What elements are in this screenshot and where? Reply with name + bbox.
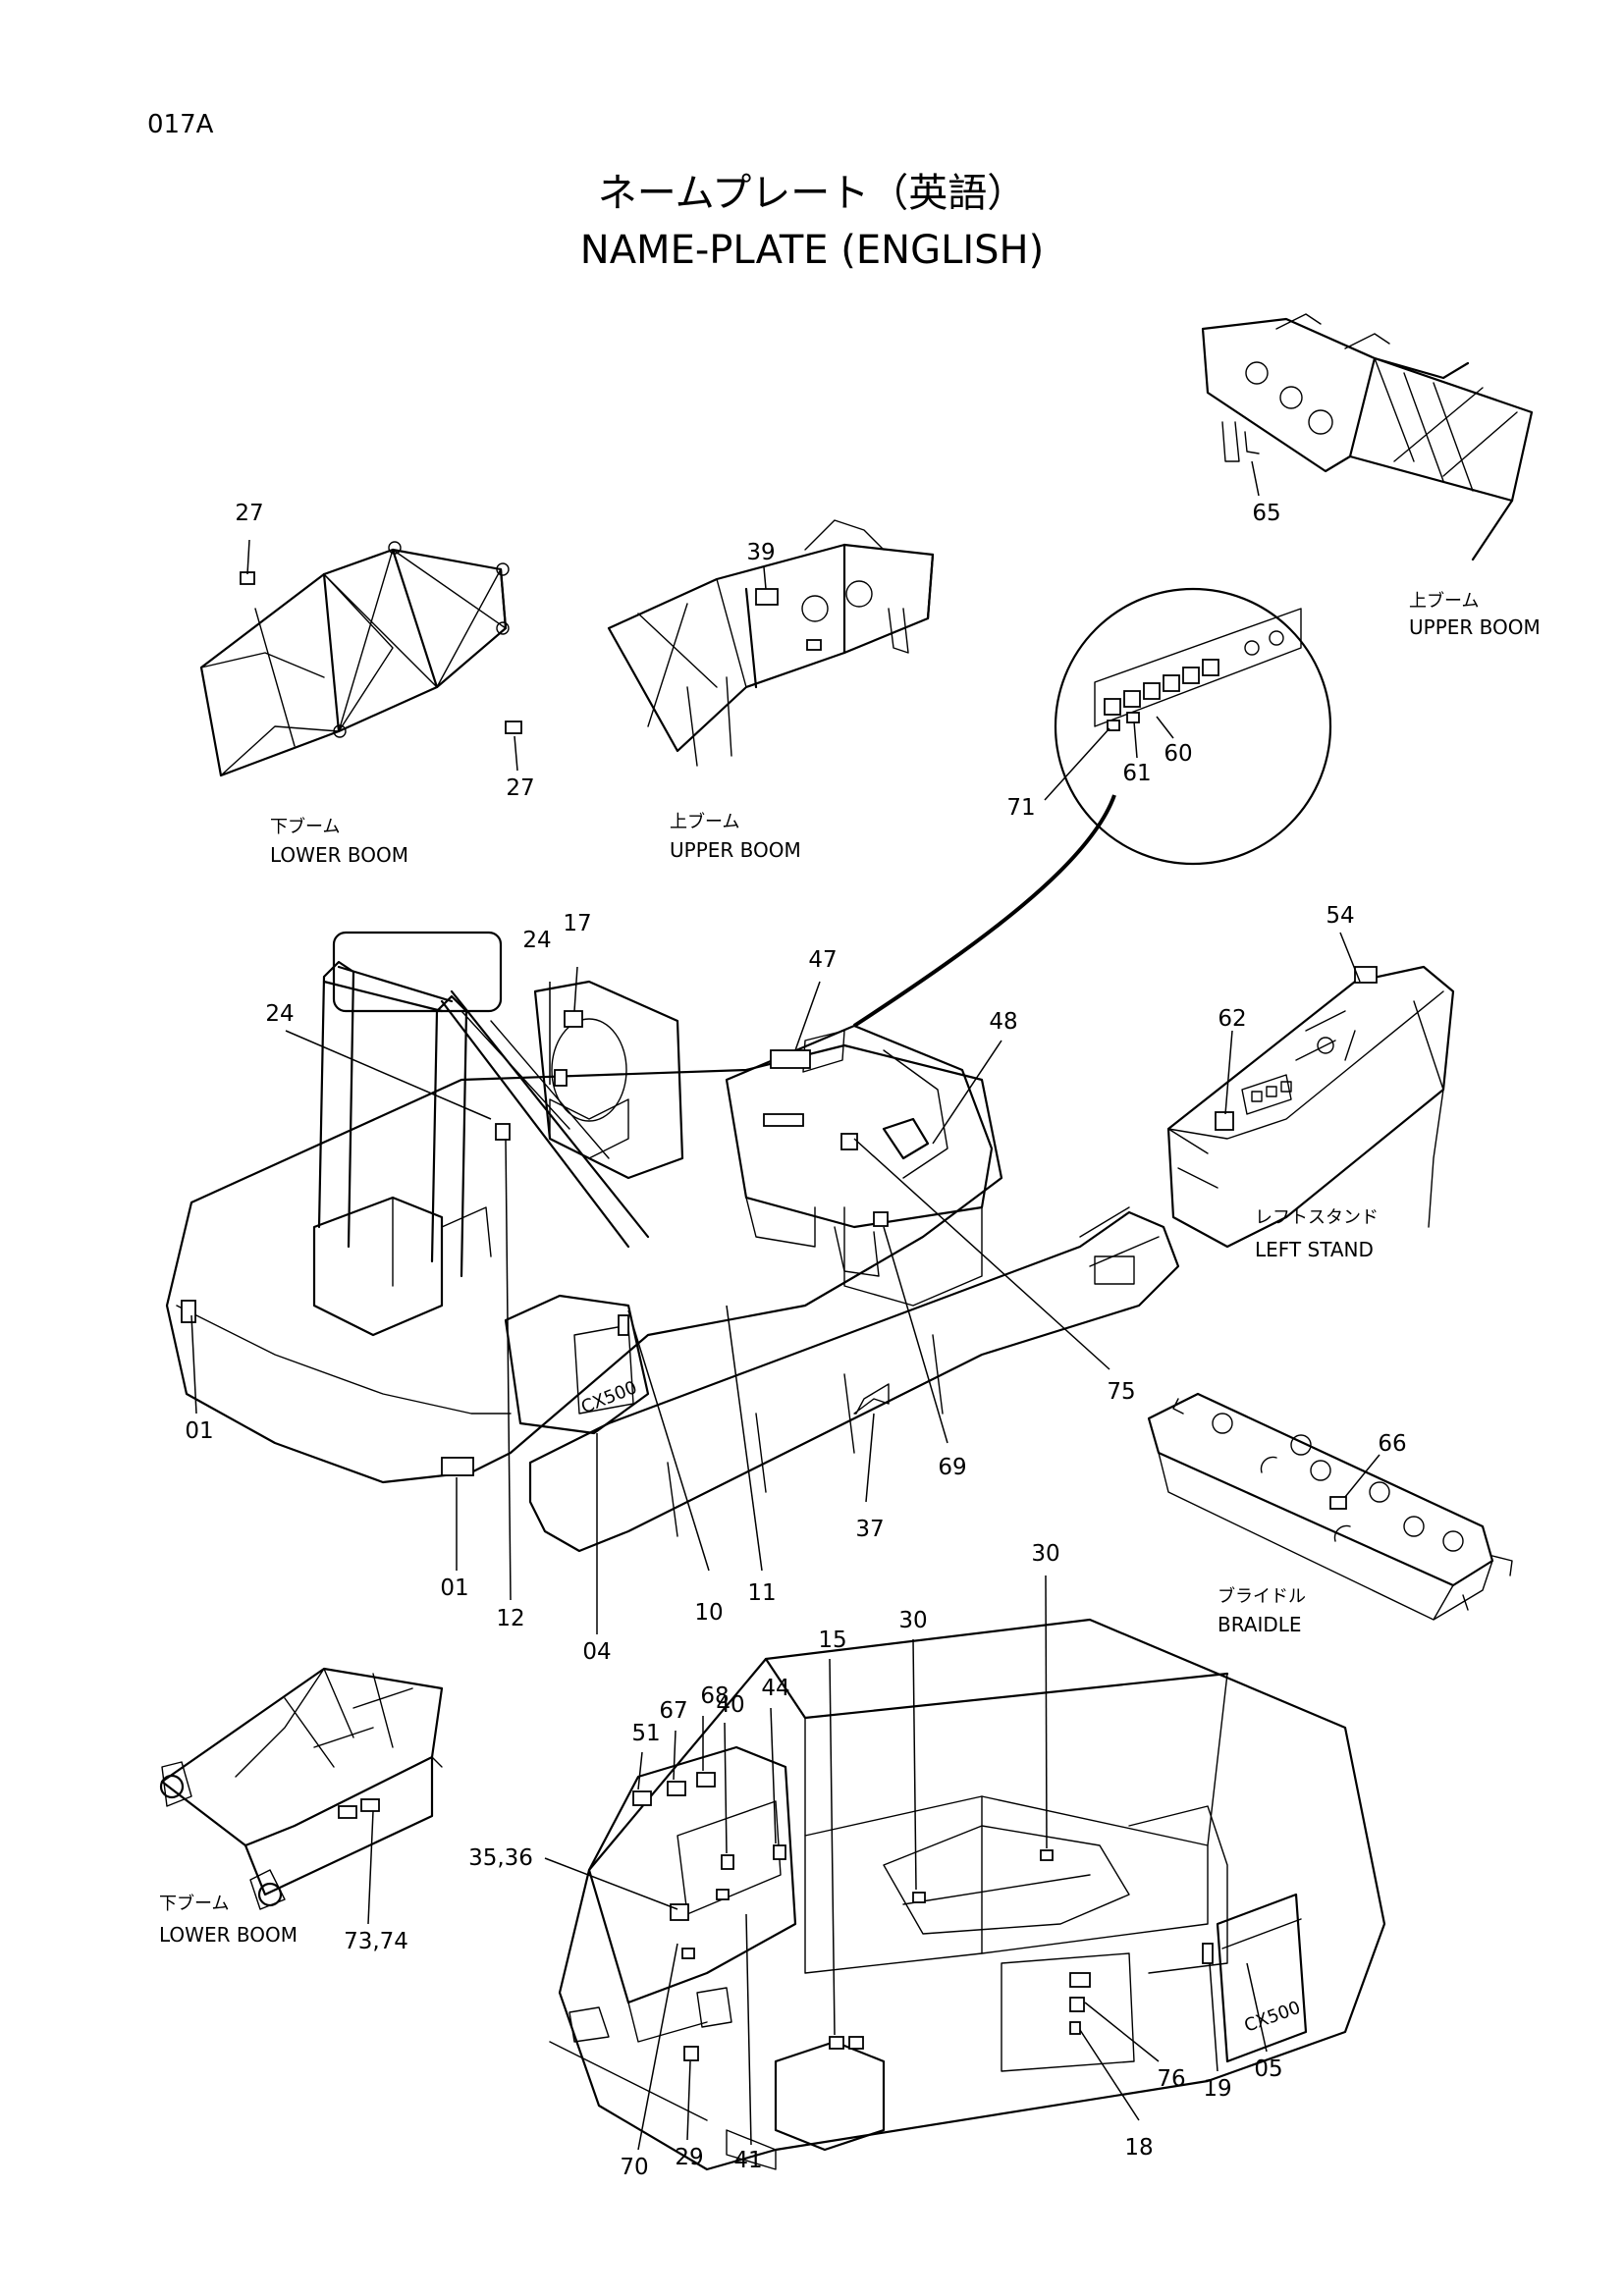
callout-39: 39 (746, 540, 775, 565)
crane-main-drawing: CX500 (165, 931, 1180, 1553)
callout-41: 41 (733, 2148, 762, 2173)
caption-upper-boom-right-jp: 上ブーム (1409, 590, 1479, 612)
caption-lower-boom-bottom-jp: 下ブーム (159, 1893, 229, 1914)
callout-30-right: 30 (1031, 1541, 1059, 1567)
callout-01-left: 01 (185, 1418, 213, 1444)
caption-braidle-en: BRAIDLE (1218, 1613, 1302, 1636)
caption-braidle-jp: ブライドル (1218, 1585, 1306, 1607)
callout-24-right: 24 (522, 928, 551, 953)
callout-12: 12 (496, 1606, 524, 1631)
callout-47: 47 (808, 947, 837, 973)
callout-62: 62 (1218, 1006, 1246, 1032)
callout-61: 61 (1122, 761, 1151, 786)
callout-11: 11 (747, 1580, 776, 1606)
caption-upper-boom-right-en: UPPER BOOM (1409, 615, 1541, 639)
callout-05: 05 (1254, 2056, 1282, 2082)
callout-65: 65 (1252, 501, 1280, 526)
callout-71: 71 (1006, 795, 1035, 821)
caption-lower-boom-top-jp: 下ブーム (270, 816, 340, 837)
upper-boom-right-drawing (1201, 313, 1534, 561)
callout-54: 54 (1326, 903, 1354, 929)
callout-40: 40 (716, 1692, 744, 1718)
callout-30-left: 30 (898, 1608, 927, 1633)
callout-75: 75 (1107, 1379, 1135, 1405)
lower-boom-top-drawing (199, 541, 522, 777)
callout-27-lower: 27 (506, 775, 534, 801)
callout-04: 04 (582, 1639, 611, 1665)
model-marking-main: CX500 (578, 1377, 640, 1418)
lower-boom-bottom-drawing (159, 1667, 444, 1910)
caption-upper-boom-top-en: UPPER BOOM (670, 838, 801, 862)
caption-lower-boom-bottom-en: LOWER BOOM (159, 1923, 298, 1947)
callout-37: 37 (855, 1517, 884, 1542)
title-japanese: ネームプレート（英語） (598, 171, 1026, 216)
callout-24-left: 24 (265, 1001, 294, 1027)
callout-66: 66 (1378, 1431, 1406, 1457)
callout-17: 17 (563, 911, 591, 936)
caption-lower-boom-top-en: LOWER BOOM (270, 843, 408, 867)
callout-44: 44 (761, 1676, 789, 1701)
callout-69: 69 (938, 1455, 966, 1480)
callout-35-36: 35,36 (468, 1845, 533, 1871)
callout-67: 67 (659, 1698, 687, 1724)
callout-68: 68 (700, 1683, 729, 1709)
callout-60: 60 (1164, 741, 1192, 767)
upper-boom-top-drawing (607, 519, 935, 767)
caption-left-stand-jp: レフトスタンド (1255, 1207, 1379, 1228)
braidle-drawing (1147, 1392, 1513, 1621)
model-marking-lower: CX500 (1242, 1998, 1304, 2037)
callout-19: 19 (1203, 2076, 1231, 2102)
callout-10: 10 (694, 1600, 723, 1626)
callout-70: 70 (620, 2155, 648, 2180)
callout-51: 51 (631, 1721, 660, 1746)
callout-01-bottom: 01 (440, 1575, 468, 1601)
callout-73-74: 73,74 (344, 1929, 408, 1954)
detail-circle-drawing (852, 587, 1332, 1028)
page-code: 017A (147, 110, 214, 139)
callout-27-upper: 27 (235, 501, 263, 526)
callout-76: 76 (1157, 2066, 1185, 2092)
caption-upper-boom-top-jp: 上ブーム (670, 811, 739, 832)
title-english: NAME-PLATE (ENGLISH) (580, 228, 1044, 273)
caption-left-stand-en: LEFT STAND (1255, 1238, 1374, 1261)
callout-18: 18 (1124, 2135, 1153, 2161)
callout-29: 29 (675, 2145, 703, 2170)
callout-48: 48 (989, 1009, 1017, 1035)
callout-15: 15 (818, 1628, 846, 1653)
left-stand-drawing (1166, 965, 1455, 1249)
